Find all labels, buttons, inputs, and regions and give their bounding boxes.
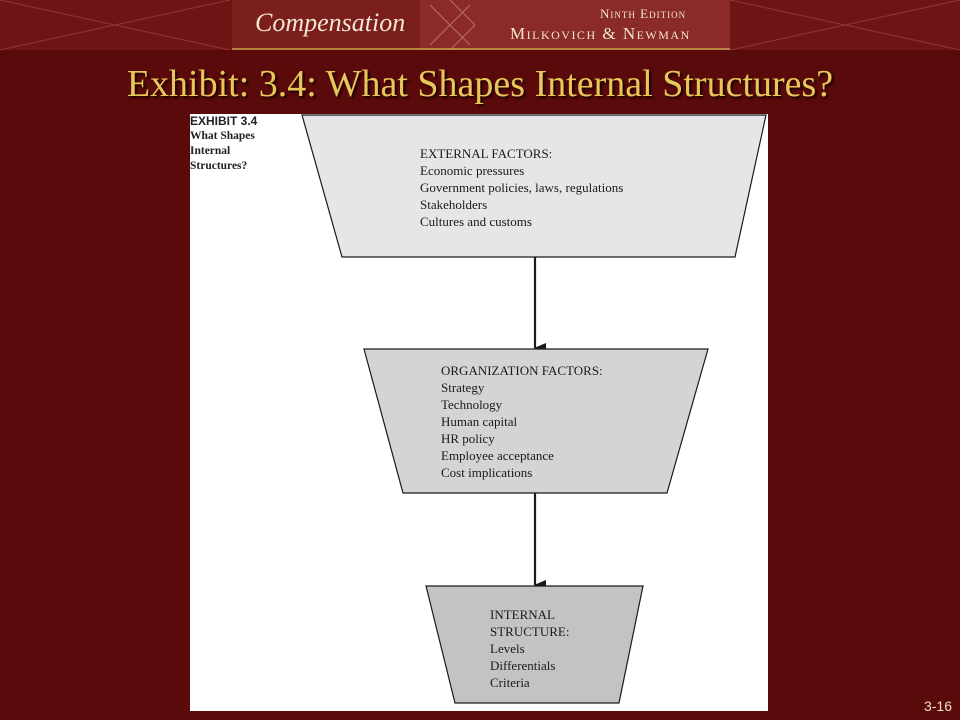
organization-factor-item: Strategy	[441, 380, 485, 395]
organization-factor-item: Human capital	[441, 414, 518, 429]
external-factor-item: Cultures and customs	[420, 214, 532, 229]
exhibit-label: EXHIBIT 3.4 What Shapes Internal Structu…	[190, 114, 300, 174]
organization-factor-item: Cost implications	[441, 465, 533, 480]
exhibit-number: EXHIBIT 3.4	[190, 114, 258, 128]
exhibit-name-line: Structures?	[190, 160, 248, 172]
external-factor-item: Stakeholders	[420, 197, 488, 212]
external-factors-text: EXTERNAL FACTORS: Economic pressures Gov…	[420, 145, 623, 230]
organization-factors-trapezoid	[363, 348, 709, 494]
banner-brand: Compensation	[255, 8, 406, 37]
slide-number: 3-16	[923, 698, 952, 714]
exhibit-name-line: Internal	[190, 145, 231, 157]
banner-edition: Ninth Edition	[600, 6, 687, 21]
header-banner	[0, 0, 960, 50]
external-factors-trapezoid	[301, 114, 767, 258]
slide-title: Exhibit: 3.4: What Shapes Internal Struc…	[126, 63, 834, 105]
organization-factor-item: Technology	[441, 397, 503, 412]
internal-structure-trapezoid	[425, 585, 644, 704]
organization-factor-item: Employee acceptance	[441, 448, 554, 463]
internal-structure-text: INTERNAL STRUCTURE: Levels Differentials…	[490, 606, 569, 691]
external-factors-heading: EXTERNAL FACTORS:	[420, 146, 553, 161]
internal-structure-item: Differentials	[490, 658, 556, 673]
organization-factors-heading: ORGANIZATION FACTORS:	[441, 363, 603, 378]
exhibit-name-line: What Shapes	[190, 130, 255, 142]
external-factor-item: Government policies, laws, regulations	[420, 180, 624, 195]
internal-structure-heading-line: STRUCTURE:	[490, 624, 570, 639]
external-factor-item: Economic pressures	[420, 163, 525, 178]
organization-factors-text: ORGANIZATION FACTORS: Strategy Technolog…	[441, 362, 603, 481]
internal-structure-item: Criteria	[490, 675, 530, 690]
internal-structure-heading-line: INTERNAL	[490, 607, 555, 622]
banner-authors: Milkovich & Newman	[510, 24, 691, 43]
organization-factor-item: HR policy	[441, 431, 495, 446]
internal-structure-item: Levels	[490, 641, 525, 656]
